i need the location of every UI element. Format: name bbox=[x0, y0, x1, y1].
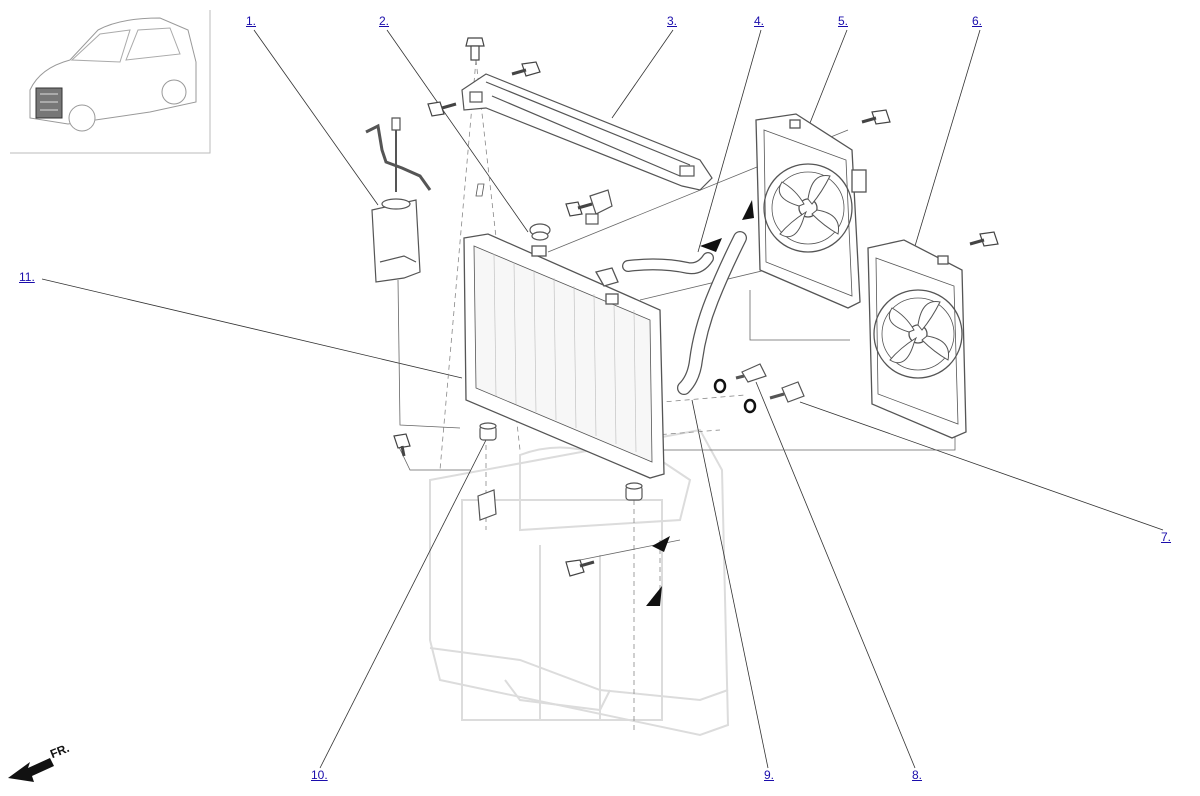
front-direction-arrow-icon bbox=[8, 758, 54, 782]
mount-cushion bbox=[477, 422, 643, 521]
callout-7[interactable]: 7. bbox=[1161, 530, 1172, 544]
callout-3[interactable]: 3. bbox=[667, 14, 678, 28]
upper-bracket bbox=[461, 73, 713, 191]
upper-radiator-hose bbox=[622, 252, 714, 275]
flow-arrow-icon bbox=[475, 183, 754, 606]
callout-9[interactable]: 9. bbox=[764, 768, 775, 782]
condenser-frame-ghost bbox=[429, 428, 730, 737]
vehicle-location-icon bbox=[10, 10, 211, 154]
callout-11[interactable]: 11. bbox=[19, 270, 35, 284]
lower-radiator-hose bbox=[677, 231, 747, 395]
callout-8[interactable]: 8. bbox=[912, 768, 923, 782]
radiator bbox=[463, 233, 665, 479]
callout-5[interactable]: 5. bbox=[838, 14, 849, 28]
callout-4[interactable]: 4. bbox=[754, 14, 765, 28]
bolt-icon bbox=[393, 37, 999, 577]
fan-switch-sensor bbox=[769, 381, 805, 403]
callout-2[interactable]: 2. bbox=[379, 14, 390, 28]
leader-lines bbox=[41, 29, 1164, 769]
radiator-cap bbox=[529, 223, 551, 241]
reserve-tank bbox=[365, 117, 432, 283]
cooling-fan-shroud-1 bbox=[755, 113, 867, 309]
bracket-clip bbox=[585, 189, 613, 225]
o-ring bbox=[713, 378, 757, 414]
callout-6[interactable]: 6. bbox=[972, 14, 983, 28]
callout-1[interactable]: 1. bbox=[246, 14, 257, 28]
callout-10[interactable]: 10. bbox=[311, 768, 328, 782]
cooling-fan-shroud-2 bbox=[867, 239, 967, 439]
drain-plug bbox=[735, 363, 767, 383]
